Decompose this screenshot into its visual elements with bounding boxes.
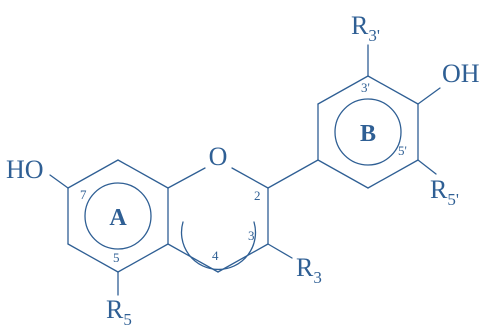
bond-c2-c1p — [267, 159, 319, 189]
r5-prime-letter: R — [430, 175, 448, 204]
bond-c4a-c5 — [117, 243, 169, 273]
bond-c7-c8 — [67, 159, 119, 189]
bond-c4-c4a — [167, 243, 219, 273]
ring-a-circle — [84, 182, 152, 250]
bond-c3p-c4p — [367, 75, 419, 105]
bond-c5p-c6p — [367, 159, 419, 189]
position-5: 5 — [113, 250, 120, 265]
position-2: 2 — [254, 188, 261, 203]
bond-c3-c4 — [217, 243, 269, 273]
r5-prime-subscript: 5' — [447, 190, 459, 209]
position-3: 3 — [248, 228, 255, 243]
ring-c-aromatic-arc — [180, 221, 257, 271]
label-r5: R5 — [106, 295, 132, 329]
r3-subscript: 3 — [313, 268, 322, 287]
ring-a-label: A — [109, 205, 127, 231]
label-r3-prime: R3' — [351, 11, 380, 45]
r5-letter: R — [106, 295, 124, 324]
bond-c8a-o1 — [167, 167, 206, 189]
position-5-prime: 5' — [398, 143, 407, 158]
position-7: 7 — [80, 187, 87, 202]
label-oh-4p: OH — [442, 59, 480, 88]
bond-c8-c8a — [117, 159, 169, 189]
bond-c5p-r5p — [417, 159, 437, 175]
label-o1: O — [209, 142, 228, 171]
bond-c3-r3 — [267, 243, 293, 259]
bond-c6p-c1p — [317, 159, 369, 189]
label-r3: R3 — [296, 253, 322, 287]
bond-c4p-oh — [417, 87, 441, 105]
r3-prime-subscript: 3' — [368, 26, 380, 45]
r3-prime-letter: R — [351, 11, 369, 40]
r5-subscript: 5 — [123, 310, 132, 329]
ring-b-label: B — [360, 121, 376, 147]
label-ho-7: HO — [6, 155, 44, 184]
bond-o1-c2 — [231, 167, 269, 189]
r3-letter: R — [296, 253, 314, 282]
bond-c2p-c3p — [317, 75, 369, 105]
bond-c7-oh — [49, 174, 69, 189]
label-r5-prime: R5' — [430, 175, 459, 209]
ring-b-circle — [334, 98, 402, 166]
position-4: 4 — [212, 248, 219, 263]
position-3-prime: 3' — [361, 80, 370, 95]
bond-c5-c6 — [67, 243, 119, 273]
